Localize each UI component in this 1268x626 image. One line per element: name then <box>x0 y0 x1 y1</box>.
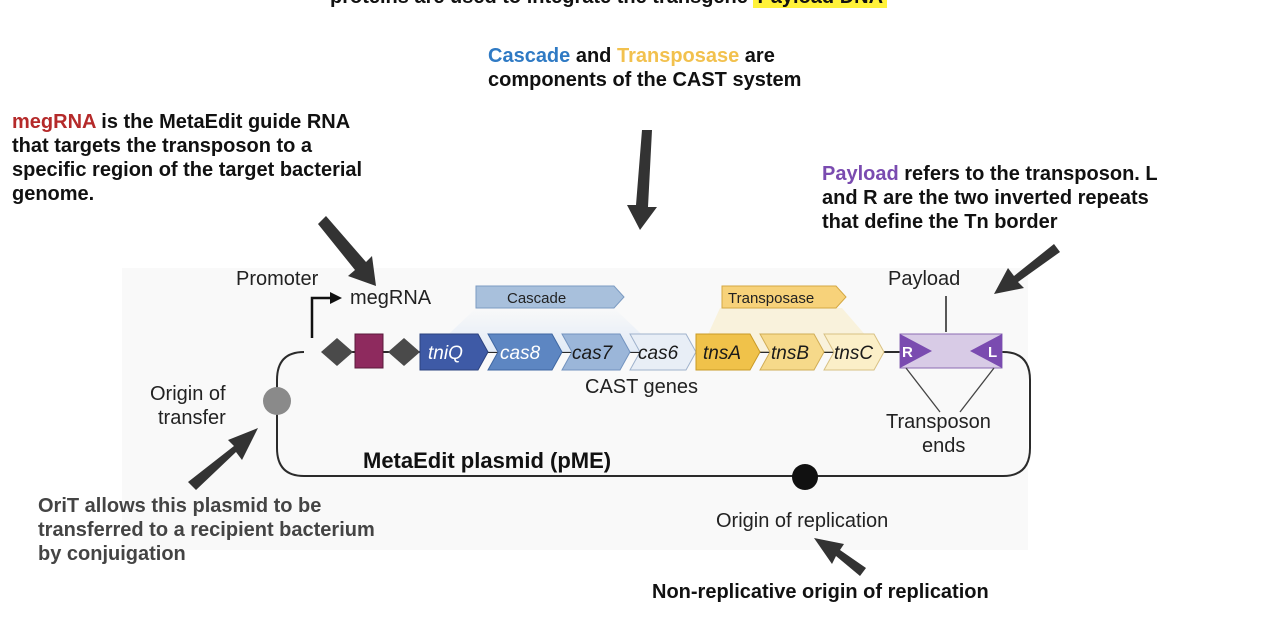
gene-tnsb-label: tnsB <box>771 343 809 364</box>
payload-note-line3: that define the Tn border <box>822 211 1058 233</box>
orit-arrow <box>188 428 258 490</box>
payload-note-line2: and R are the two inverted repeats <box>822 187 1149 209</box>
gene-tniq-label: tniQ <box>428 343 463 364</box>
orit-note-line2: transferred to a recipient bacterium <box>38 519 375 541</box>
gene-tnsa-label: tnsA <box>703 343 741 364</box>
promoter-arrow <box>310 296 330 338</box>
megrna-note: megRNA is the MetaEdit guide RNA that ta… <box>12 110 472 206</box>
origin-of-replication-dot <box>792 464 818 490</box>
payload-note-rest: refers to the transposon. L <box>898 163 1158 185</box>
gene-tnsc: tnsC <box>823 333 885 371</box>
payload-arrow <box>994 244 1060 294</box>
gene-cas8: cas8 <box>487 333 563 371</box>
annotation-arrows <box>188 130 1060 576</box>
top-banner: proteins are used to integrate the trans… <box>330 0 1230 12</box>
left-diamond-icon <box>321 338 353 366</box>
origin-replication-label: Origin of replication <box>716 510 888 532</box>
megrna-arrow <box>318 216 376 286</box>
cast-note-transposase: Transposase <box>616 45 740 67</box>
top-banner-text: proteins are used to integrate the trans… <box>330 0 748 8</box>
megrna-note-line4: genome. <box>12 183 95 205</box>
cast-note: Cascade and Transposase are components o… <box>488 44 888 92</box>
ori-note-text: Non-replicative origin of replication <box>652 581 989 603</box>
payload-label: Payload <box>888 268 960 290</box>
cast-note-line2: components of the CAST system <box>488 69 802 91</box>
megrna-note-kw: megRNA <box>12 111 96 133</box>
transposon-end-line-left <box>905 367 941 413</box>
cast-note-are: are <box>739 45 775 67</box>
megrna-note-line3: specific region of the target bacterial <box>12 159 363 181</box>
transposase-bar <box>721 285 847 309</box>
plasmid-title: MetaEdit plasmid (pME) <box>363 448 611 473</box>
gene-tnsa: tnsA <box>695 333 761 371</box>
r-label: R <box>902 344 913 361</box>
orit-note-line1: OriT allows this plasmid to be <box>38 495 322 517</box>
gene-tnsb: tnsB <box>759 333 825 371</box>
cast-arrow <box>627 130 657 230</box>
gene-tnsc-label: tnsC <box>834 343 873 364</box>
top-banner-highlight: Payload DNA <box>753 0 888 8</box>
promoter-label: Promoter <box>236 268 319 290</box>
cast-note-and: and <box>570 45 617 67</box>
gene-cas7-label: cas7 <box>572 343 614 364</box>
r-inverted-repeat <box>900 334 932 368</box>
plasmid-backbone <box>276 351 1031 477</box>
l-inverted-repeat <box>970 334 1002 368</box>
cast-genes-label: CAST genes <box>585 376 698 398</box>
orit-note: OriT allows this plasmid to be transferr… <box>38 494 498 566</box>
promoter-arrow-head <box>330 292 342 304</box>
origin-transfer-label-2: transfer <box>158 407 226 429</box>
megrna-label: megRNA <box>350 287 432 309</box>
transposon-end-line-right <box>959 367 995 413</box>
transposase-label: Transposase <box>728 290 814 307</box>
gene-cas6: cas6 <box>629 333 697 371</box>
megrna-note-line2: that targets the transposon to a <box>12 135 313 157</box>
gene-tniq: tniQ <box>419 333 489 371</box>
gene-cas6-label: cas6 <box>638 343 679 364</box>
right-diamond-icon <box>388 338 420 366</box>
gene-cas7: cas7 <box>561 333 631 371</box>
cascade-label: Cascade <box>507 290 566 307</box>
origin-transfer-label-1: Origin of <box>150 383 226 405</box>
l-label: L <box>988 344 997 361</box>
cast-note-cascade: Cascade <box>488 45 571 67</box>
transposon-ends-label-1: Transposon <box>886 411 991 433</box>
megrna-block <box>354 333 384 369</box>
payload-note-kw: Payload <box>822 163 899 185</box>
megrna-note-rest: is the MetaEdit guide RNA <box>95 111 351 133</box>
ori-arrow <box>814 538 866 576</box>
gene-cas8-label: cas8 <box>500 343 541 364</box>
orit-note-line3: by conjuigation <box>38 543 186 565</box>
ori-note: Non-replicative origin of replication <box>652 580 1112 604</box>
payload-note: Payload refers to the transposon. L and … <box>822 162 1262 234</box>
transposon-ends-label-2: ends <box>922 435 965 457</box>
cascade-bar <box>475 285 625 309</box>
origin-of-transfer-dot <box>263 387 291 415</box>
